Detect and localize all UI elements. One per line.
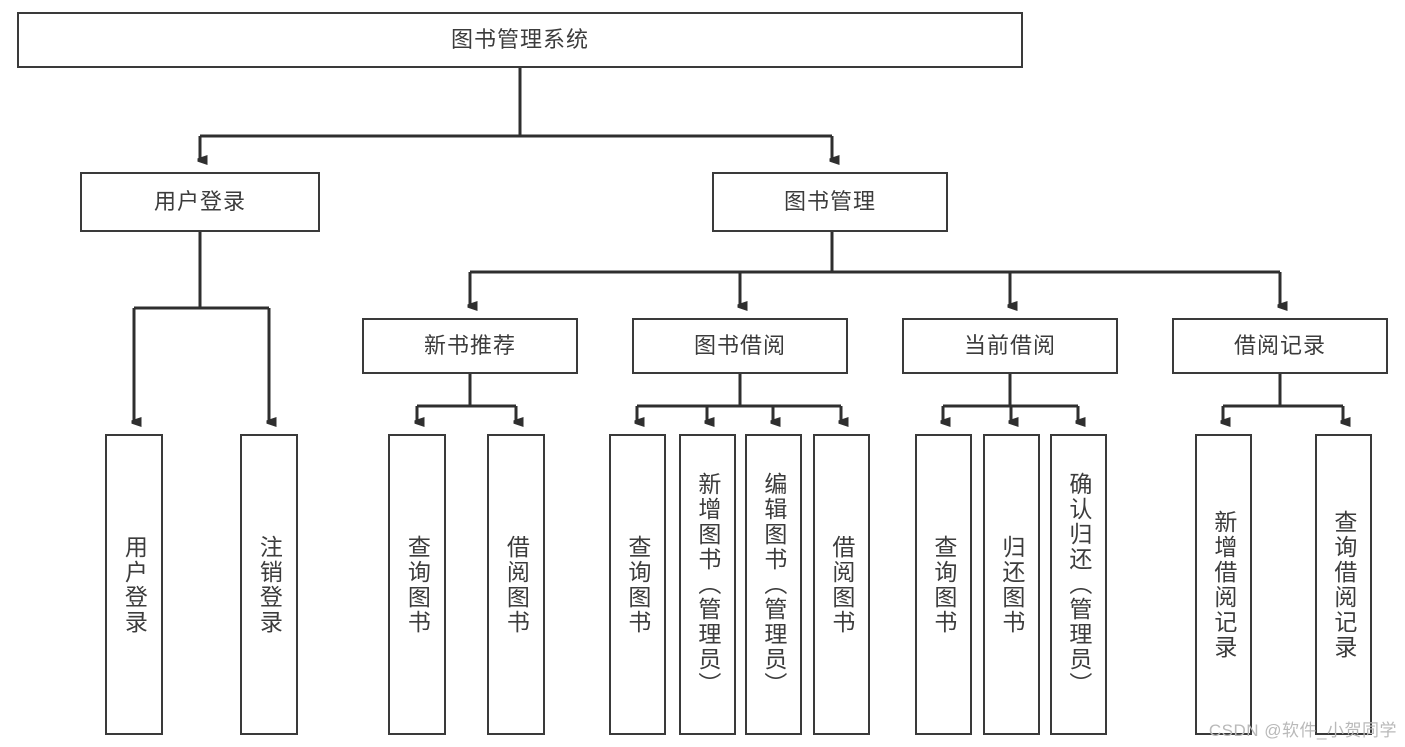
node-leaf-user-logout-label: 注销登录 [256,534,283,635]
node-book-manage[interactable]: 图书管理 [712,172,948,232]
node-leaf-add-borrow-record-label: 新增借阅记录 [1210,509,1237,660]
node-leaf-user-login[interactable]: 用户登录 [105,434,163,735]
node-leaf-query-book-recommend[interactable]: 查询图书 [388,434,446,735]
node-leaf-query-book-borrow-label: 查询图书 [624,534,651,635]
node-leaf-borrow-book-recommend[interactable]: 借阅图书 [487,434,545,735]
node-leaf-query-book-recommend-label: 查询图书 [404,534,431,635]
node-current-borrow-label: 当前借阅 [963,332,1056,358]
node-leaf-edit-book-label: 编辑图书（管理员） [760,472,787,697]
node-new-book-recommend[interactable]: 新书推荐 [362,318,578,374]
csdn-watermark: CSDN @软件_小贺同学 [1208,721,1397,740]
node-leaf-borrow-book-label: 借阅图书 [828,534,855,635]
node-new-book-recommend-label: 新书推荐 [423,332,516,358]
node-leaf-return-book[interactable]: 归还图书 [983,434,1040,735]
node-leaf-confirm-return[interactable]: 确认归还（管理员） [1050,434,1107,735]
node-leaf-user-logout[interactable]: 注销登录 [240,434,298,735]
node-leaf-add-book-label: 新增图书（管理员） [694,472,721,697]
node-leaf-query-borrow-record[interactable]: 查询借阅记录 [1315,434,1372,735]
node-current-borrow[interactable]: 当前借阅 [902,318,1118,374]
node-leaf-borrow-book[interactable]: 借阅图书 [813,434,870,735]
node-root-label: 图书管理系统 [450,26,589,52]
node-leaf-return-book-label: 归还图书 [998,534,1025,635]
node-book-borrow-label: 图书借阅 [693,332,786,358]
node-leaf-confirm-return-label: 确认归还（管理员） [1065,472,1092,697]
node-borrow-record[interactable]: 借阅记录 [1172,318,1388,374]
node-borrow-record-label: 借阅记录 [1233,332,1326,358]
node-leaf-edit-book[interactable]: 编辑图书（管理员） [745,434,802,735]
node-user-login[interactable]: 用户登录 [80,172,320,232]
node-root[interactable]: 图书管理系统 [17,12,1023,68]
node-leaf-borrow-book-recommend-label: 借阅图书 [503,534,530,635]
node-book-manage-label: 图书管理 [783,188,876,214]
node-leaf-query-book-current-label: 查询图书 [930,534,957,635]
node-leaf-add-borrow-record[interactable]: 新增借阅记录 [1195,434,1252,735]
node-leaf-query-borrow-record-label: 查询借阅记录 [1330,509,1357,660]
node-leaf-query-book-borrow[interactable]: 查询图书 [609,434,666,735]
node-leaf-add-book[interactable]: 新增图书（管理员） [679,434,736,735]
node-leaf-user-login-label: 用户登录 [121,534,148,635]
node-leaf-query-book-current[interactable]: 查询图书 [915,434,972,735]
node-book-borrow[interactable]: 图书借阅 [632,318,848,374]
node-user-login-label: 用户登录 [153,188,246,214]
